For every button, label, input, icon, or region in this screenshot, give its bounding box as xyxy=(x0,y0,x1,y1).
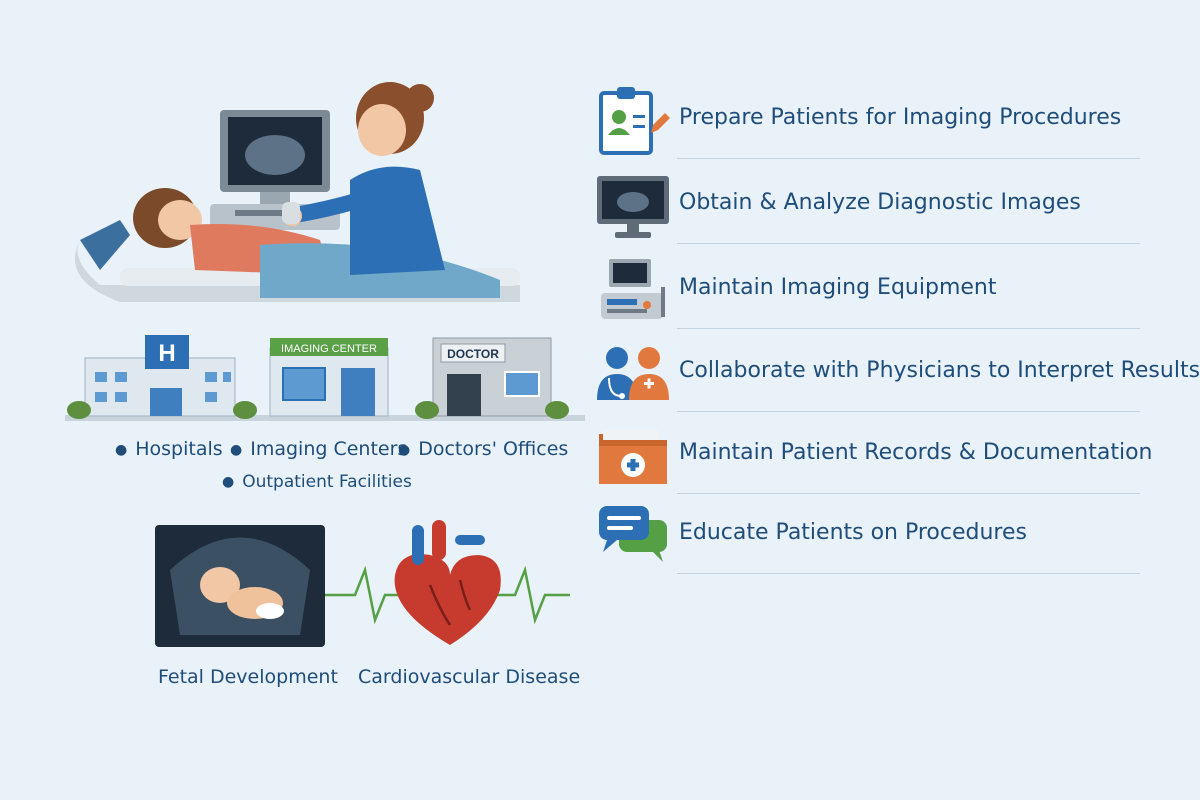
duty-label: Educate Patients on Procedures xyxy=(679,520,1027,545)
duty-label: Collaborate with Physicians to Interpret… xyxy=(679,358,1200,383)
specialty-fetal-development: Fetal Development xyxy=(158,666,338,688)
sonography-illustration xyxy=(75,82,520,302)
sonographer-figure xyxy=(282,82,445,275)
patient-figure xyxy=(133,188,500,298)
facility-hospitals: ● Hospitals xyxy=(115,438,223,460)
specialty-cardiovascular-disease: Cardiovascular Disease xyxy=(358,666,581,688)
divider xyxy=(677,328,1140,329)
heart-icon xyxy=(394,520,501,645)
imaging-center-sign: IMAGING CENTER xyxy=(281,343,377,355)
ultrasound-machine xyxy=(210,110,340,230)
fetal-ultrasound-icon xyxy=(155,525,325,647)
duty-label: Obtain & Analyze Diagnostic Images xyxy=(679,190,1081,215)
hospital-building: H xyxy=(67,335,257,419)
duty-item-prepare-patients: Prepare Patients for Imaging Procedures xyxy=(595,85,1140,159)
duty-label: Prepare Patients for Imaging Procedures xyxy=(679,105,1122,130)
bullet-icon: ● xyxy=(115,441,128,458)
bullet-icon: ● xyxy=(222,474,235,490)
bullet-icon: ● xyxy=(398,441,411,458)
specialties-illustration xyxy=(155,520,570,647)
facility-label: Imaging Centers xyxy=(250,438,408,460)
facility-doctors-offices: ● Doctors' Offices xyxy=(398,438,568,460)
duty-label: Maintain Patient Records & Documentation xyxy=(679,440,1153,465)
divider xyxy=(677,411,1140,412)
divider xyxy=(677,573,1140,574)
imaging-center-building: IMAGING CENTER xyxy=(269,338,389,417)
divider xyxy=(677,243,1140,244)
medical-folder-icon xyxy=(599,430,667,484)
duty-item-collaborate-physicians: Collaborate with Physicians to Interpret… xyxy=(595,338,1200,412)
bullet-icon: ● xyxy=(230,441,243,458)
doctor-office-building: DOCTOR xyxy=(415,337,569,419)
clipboard-patient-icon xyxy=(599,87,670,155)
duty-item-maintain-records: Maintain Patient Records & Documentation xyxy=(595,420,1152,494)
hospital-sign: H xyxy=(158,340,175,367)
duty-item-obtain-images: Obtain & Analyze Diagnostic Images xyxy=(595,170,1140,244)
ultrasound-monitor-icon xyxy=(597,176,669,238)
chat-bubbles-icon xyxy=(599,506,667,562)
ultrasound-machine-icon xyxy=(601,259,665,319)
facility-label: Outpatient Facilities xyxy=(242,472,412,492)
facilities-illustration: H IMAGING CENTER DOCTOR xyxy=(65,335,585,421)
duty-item-educate-patients: Educate Patients on Procedures xyxy=(595,500,1140,574)
doctor-sign: DOCTOR xyxy=(447,347,499,361)
heartbeat-line xyxy=(325,565,570,625)
facility-label: Hospitals xyxy=(135,438,223,460)
physicians-icon xyxy=(597,347,669,400)
facility-label: Doctors' Offices xyxy=(418,438,569,460)
divider xyxy=(677,493,1140,494)
duty-label: Maintain Imaging Equipment xyxy=(679,275,997,300)
facility-imaging-centers: ● Imaging Centers xyxy=(230,438,407,460)
duty-item-maintain-equipment: Maintain Imaging Equipment xyxy=(595,255,1140,329)
divider xyxy=(677,158,1140,159)
facility-outpatient: ● Outpatient Facilities xyxy=(222,472,412,492)
